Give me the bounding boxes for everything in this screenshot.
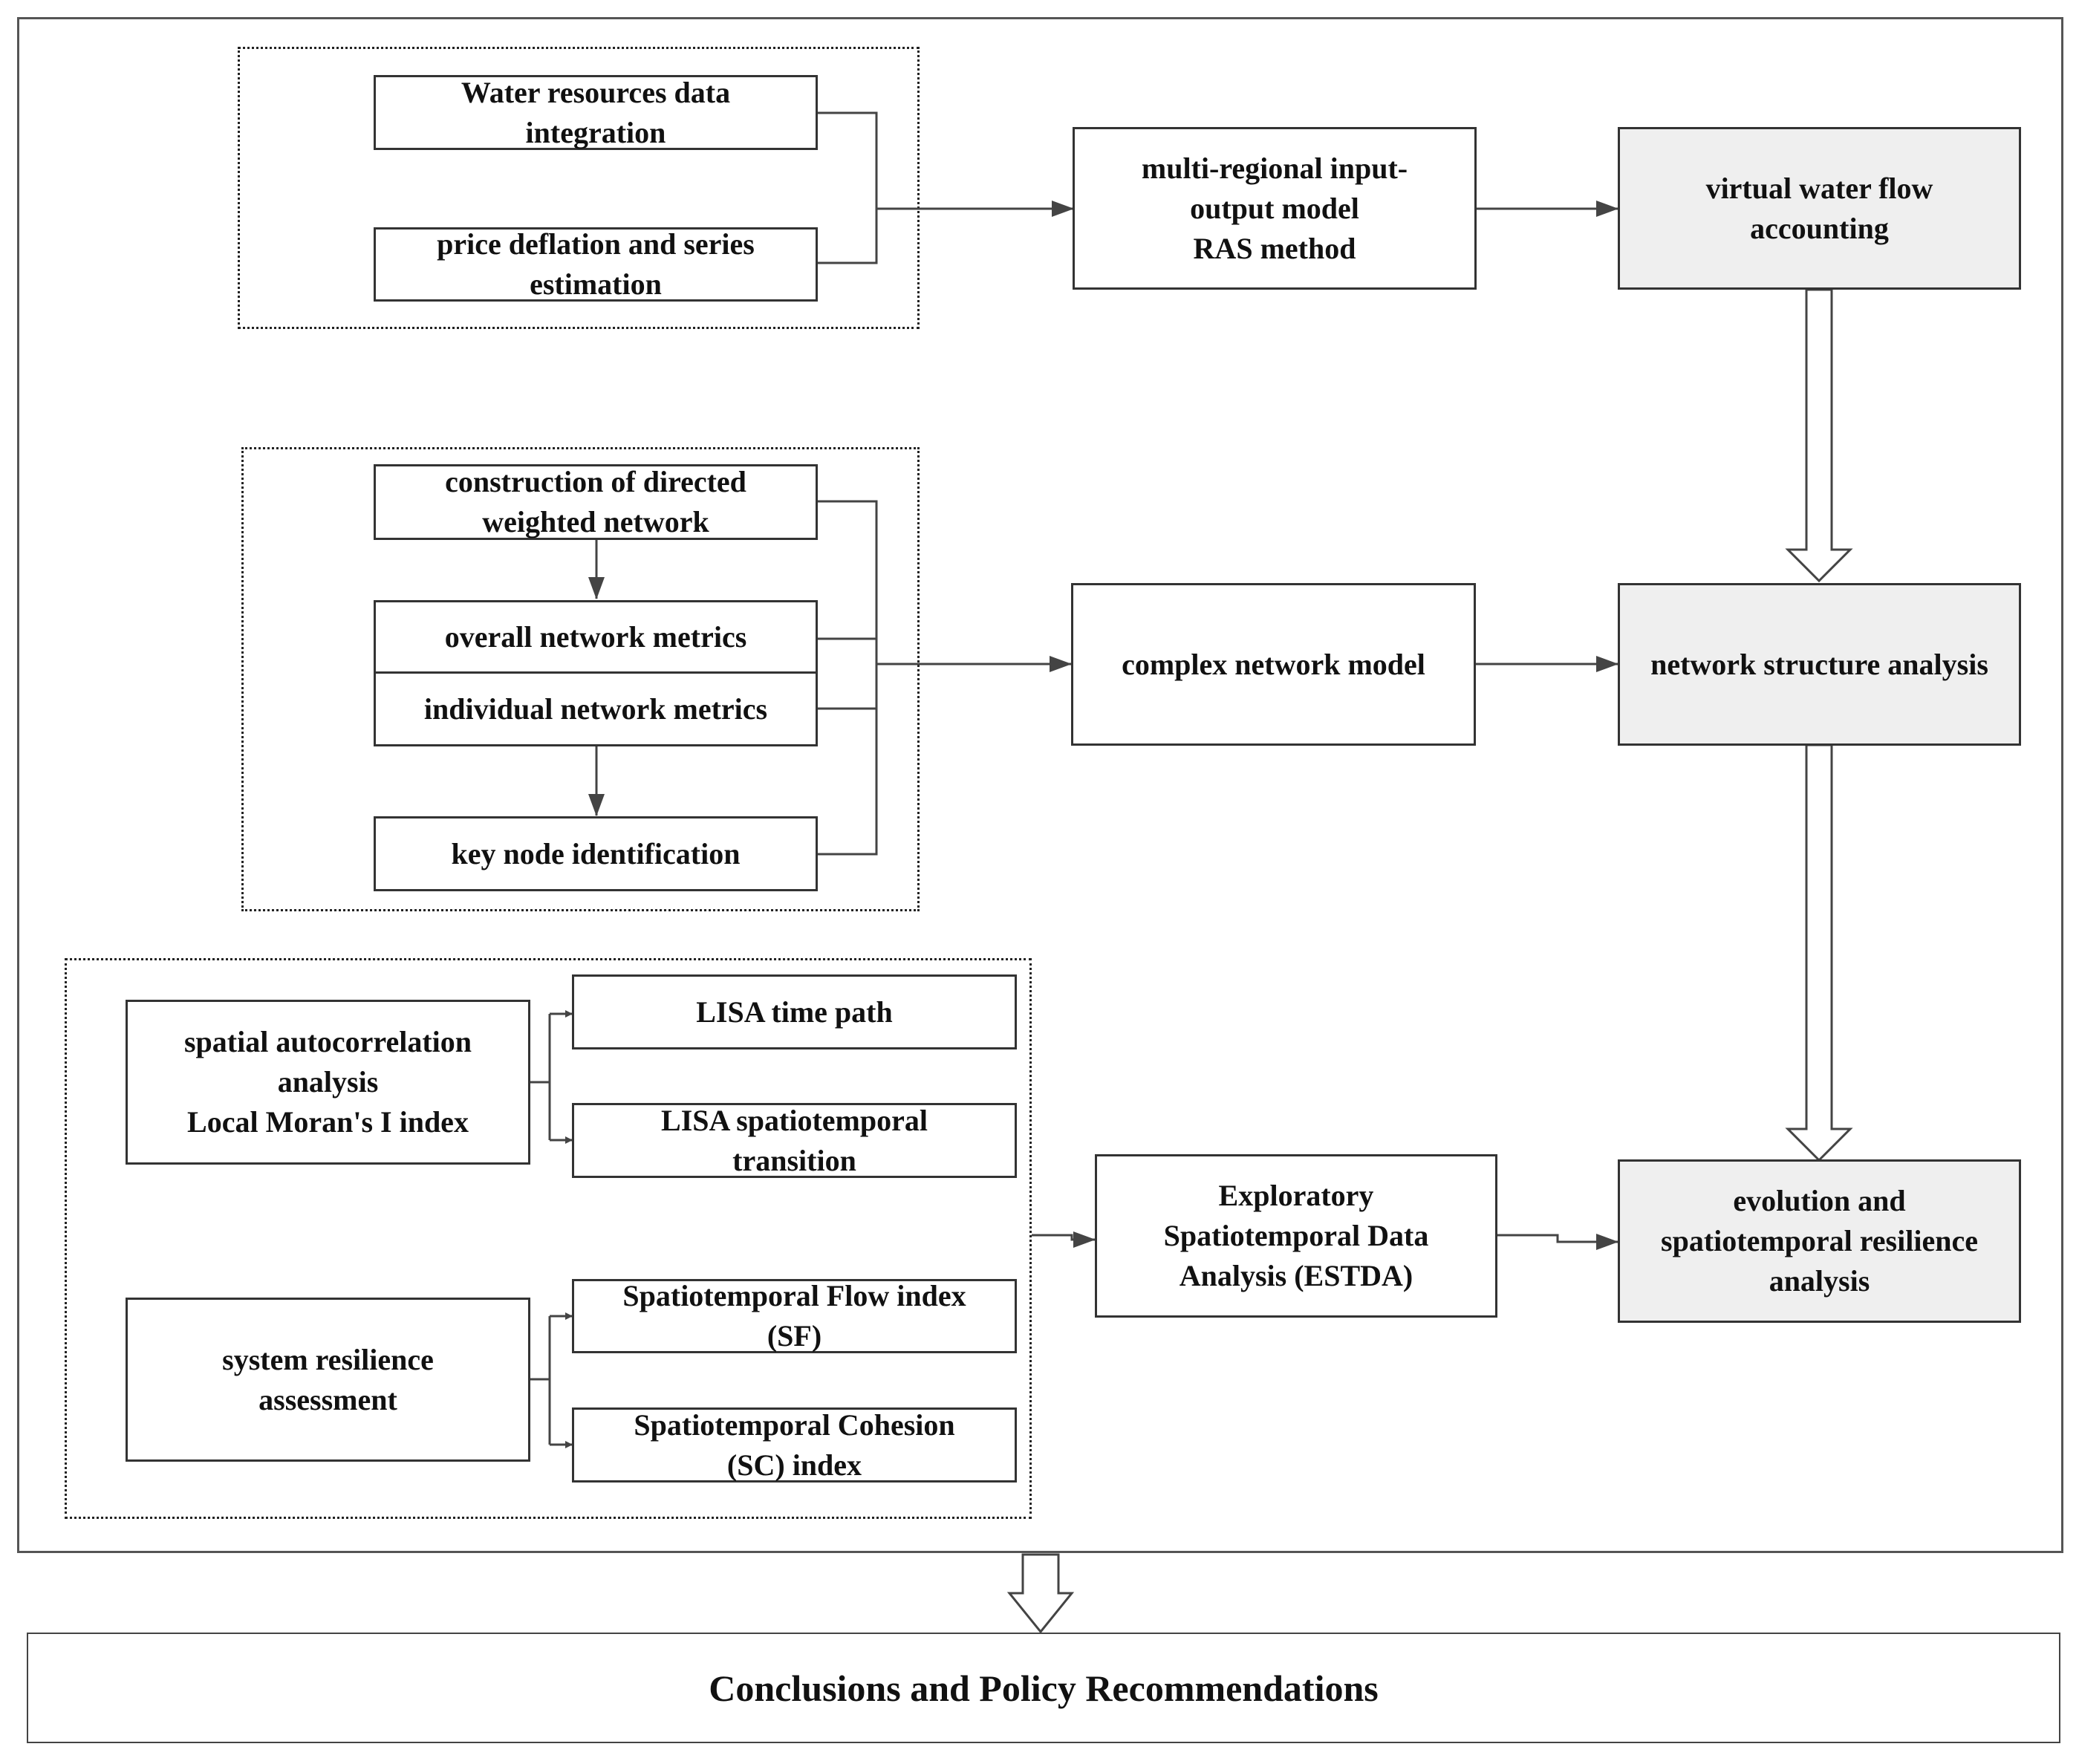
- individual-metrics-box: individual network metrics: [374, 671, 818, 746]
- network-structure-box: network structure analysis: [1618, 583, 2021, 746]
- data-preparation-group: [238, 47, 920, 329]
- sf-index-box: Spatiotemporal Flow index (SF): [572, 1279, 1017, 1353]
- evolution-resilience-box: evolution and spatiotemporal resilience …: [1618, 1159, 2021, 1323]
- mrio-model-box: multi-regional input- output model RAS m…: [1073, 127, 1477, 290]
- sc-index-box: Spatiotemporal Cohesion (SC) index: [572, 1407, 1017, 1483]
- estda-methods-group: [65, 958, 1032, 1519]
- network-construction-box: construction of directed weighted networ…: [374, 464, 818, 540]
- water-data-integration-box: Water resources data integration: [374, 75, 818, 150]
- key-node-box: key node identification: [374, 816, 818, 891]
- network-analysis-group: [241, 447, 920, 911]
- overall-metrics-box: overall network metrics: [374, 600, 818, 674]
- conclusions-box: Conclusions and Policy Recommendations: [27, 1633, 2060, 1743]
- outer-frame: [17, 17, 2063, 1553]
- lisa-transition-box: LISA spatiotemporal transition: [572, 1103, 1017, 1178]
- price-deflation-box: price deflation and series estimation: [374, 227, 818, 302]
- virtual-water-accounting-box: virtual water flow accounting: [1618, 127, 2021, 290]
- system-resilience-box: system resilience assessment: [126, 1298, 530, 1462]
- complex-network-box: complex network model: [1071, 583, 1476, 746]
- spatial-autocorrelation-box: spatial autocorrelation analysis Local M…: [126, 1000, 530, 1165]
- lisa-time-path-box: LISA time path: [572, 974, 1017, 1049]
- estda-box: Exploratory Spatiotemporal Data Analysis…: [1095, 1154, 1497, 1318]
